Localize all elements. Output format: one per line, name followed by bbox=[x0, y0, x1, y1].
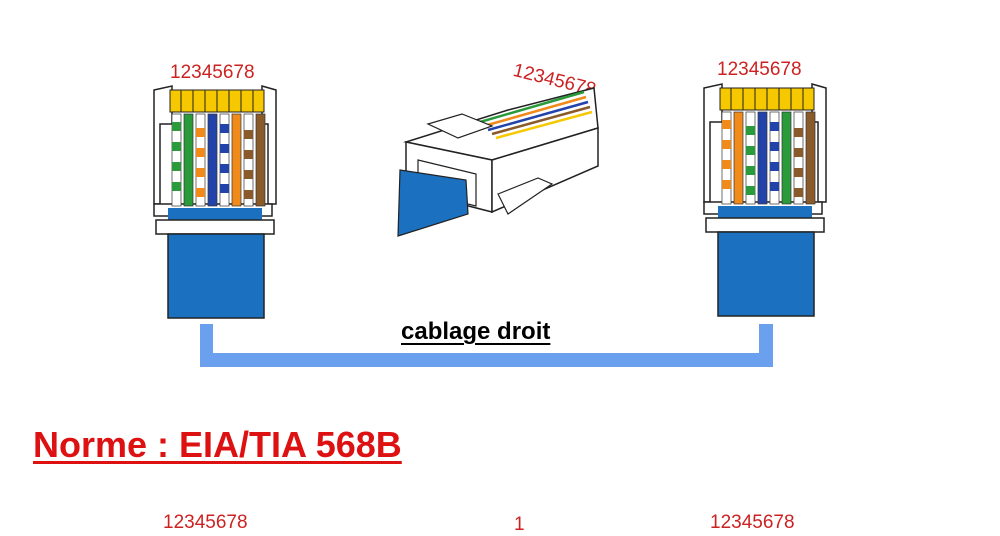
bottom-left-pin-label: 12345678 bbox=[163, 512, 248, 533]
bottom-right-pin-label: 12345678 bbox=[710, 512, 795, 533]
left-rj45-connector bbox=[153, 85, 277, 319]
cable-type-title: cablage droit bbox=[401, 318, 551, 345]
standard-title: Norme : EIA/TIA 568B bbox=[33, 424, 402, 465]
right-connector-pin-label: 12345678 bbox=[717, 59, 802, 80]
right-rj45-connector bbox=[703, 83, 827, 317]
bottom-center-pin-label: 1 bbox=[514, 514, 525, 535]
cable-link-line bbox=[200, 324, 773, 367]
center-rj45-connector-3d bbox=[397, 87, 599, 237]
left-connector-pin-label: 12345678 bbox=[170, 62, 255, 83]
